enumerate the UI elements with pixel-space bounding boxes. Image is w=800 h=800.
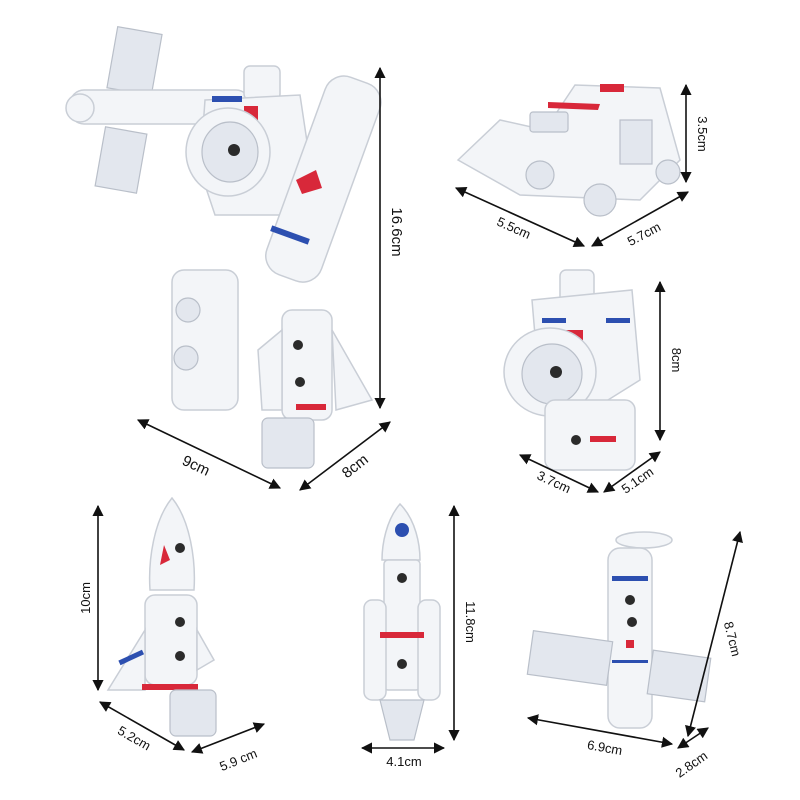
launch-rocket-toy xyxy=(363,502,441,741)
robot-depth-line xyxy=(299,421,391,491)
rover-height-label: 3.5cm xyxy=(695,116,710,151)
robot-width-label: 9cm xyxy=(179,452,212,479)
robot-width-line xyxy=(136,419,282,489)
rover-width-line xyxy=(591,191,689,247)
seated-robot-toy xyxy=(503,269,641,471)
satellite-height-label: 8.7cm xyxy=(721,620,744,658)
rover-length-label: 5.5cm xyxy=(495,214,533,242)
satellite-width-line xyxy=(526,714,674,748)
winged-width-line xyxy=(99,701,185,751)
winged-height-label: 10cm xyxy=(78,582,93,614)
launch-width-label: 4.1cm xyxy=(386,754,421,769)
robot-depth-label: 8cm xyxy=(339,451,372,482)
winged-depth-line xyxy=(190,722,266,754)
rover-length-line xyxy=(454,187,586,247)
satellite-width-label: 6.9cm xyxy=(586,737,623,758)
winged-width-label: 5.2cm xyxy=(115,723,153,754)
satellite-height-line xyxy=(685,530,743,738)
seated-width-line xyxy=(518,454,600,493)
satellite-toy xyxy=(526,531,712,729)
rover-toy xyxy=(456,84,681,217)
satellite-depth-label: 2.8cm xyxy=(673,748,711,781)
robot-toy xyxy=(65,25,382,469)
seated-height-label: 8cm xyxy=(669,348,684,373)
seated-depth-line xyxy=(603,451,661,493)
winged-depth-label: 5.9 cm xyxy=(217,746,259,775)
robot-height-label: 16.6cm xyxy=(388,207,405,256)
launch-height-label: 11.8cm xyxy=(463,601,478,643)
winged-rocket-toy xyxy=(106,496,217,737)
satellite-depth-line xyxy=(677,727,709,749)
